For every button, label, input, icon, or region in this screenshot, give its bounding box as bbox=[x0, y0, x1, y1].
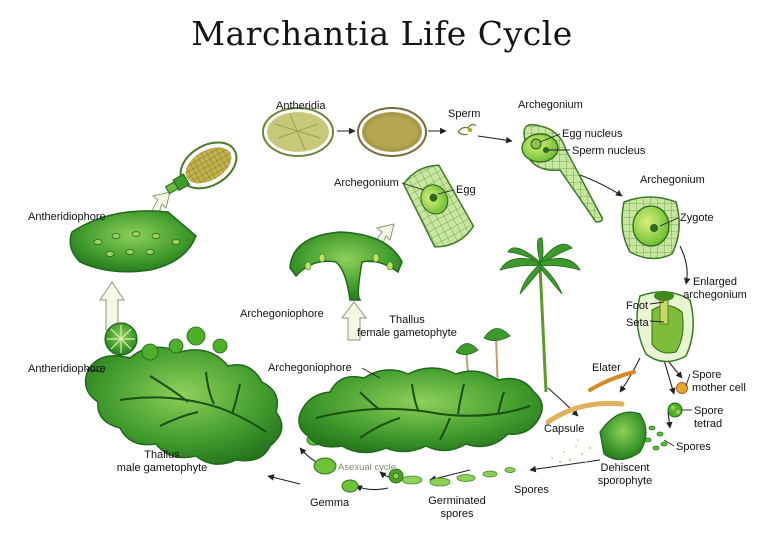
spores-cluster bbox=[645, 426, 667, 450]
antheridium-mature bbox=[263, 108, 333, 156]
label-elater: Elater bbox=[592, 362, 621, 374]
label-spores-right: Spores bbox=[676, 441, 711, 453]
label-dehiscent-1: Dehiscent bbox=[582, 462, 668, 474]
female-thallus bbox=[299, 368, 542, 453]
label-archegoniophore-lower: Archegoniophore bbox=[268, 362, 352, 374]
label-antheridiophore-lower: Antheridiophore bbox=[28, 363, 106, 375]
label-spore-tetrad-2: tetrad bbox=[694, 418, 722, 430]
label-zygote: Zygote bbox=[680, 212, 714, 224]
label-thallus-female-1: Thallus bbox=[352, 314, 462, 326]
label-germinated-2: spores bbox=[414, 508, 500, 520]
label-foot: Foot bbox=[626, 300, 648, 312]
label-gemma: Gemma bbox=[310, 497, 349, 509]
label-seta: Seta bbox=[626, 317, 649, 329]
label-egg: Egg bbox=[456, 184, 476, 196]
label-archegoniophore-upper: Archegoniophore bbox=[240, 308, 324, 320]
label-spore-mother-cell-1: Spore bbox=[692, 369, 721, 381]
label-dehiscent-2: sporophyte bbox=[582, 475, 668, 487]
germinated-spores bbox=[402, 468, 515, 487]
dehiscent-sporophyte bbox=[551, 412, 646, 463]
label-egg-nucleus: Egg nucleus bbox=[562, 128, 623, 140]
label-sperm: Sperm bbox=[448, 108, 480, 120]
archegonium-zygote bbox=[622, 197, 679, 259]
label-thallus-male-1: Thallus bbox=[102, 449, 222, 461]
antheridium-stalked bbox=[157, 133, 245, 207]
label-spore-mother-cell-2: mother cell bbox=[692, 382, 746, 394]
page-title: Marchantia Life Cycle bbox=[0, 14, 764, 53]
label-thallus-female-2: female gametophyte bbox=[352, 327, 462, 339]
sperm-cell bbox=[458, 124, 476, 134]
label-spore-tetrad-1: Spore bbox=[694, 405, 723, 417]
label-enlarged-2: archegonium bbox=[680, 289, 750, 301]
label-archegonium-egg: Archegonium bbox=[334, 177, 399, 189]
label-thallus-male-2: male gametophyte bbox=[102, 462, 222, 474]
label-germinated-1: Germinated bbox=[414, 495, 500, 507]
label-antheridiophore-upper: Antheridiophore bbox=[28, 211, 106, 223]
spore-tetrad bbox=[668, 403, 682, 417]
label-antheridia: Antheridia bbox=[276, 100, 326, 112]
label-archegonium-top: Archegonium bbox=[518, 99, 583, 111]
archegoniophore-umbrella bbox=[500, 238, 580, 392]
antheridium-releasing bbox=[358, 108, 426, 156]
label-sperm-nucleus: Sperm nucleus bbox=[572, 145, 645, 157]
archegoniophore-head bbox=[290, 232, 402, 300]
label-asexual-cycle: Asexual cycle bbox=[338, 462, 396, 474]
archegonium-egg bbox=[399, 160, 476, 252]
spore-mother-cell bbox=[677, 383, 688, 394]
label-spores-bottom: Spores bbox=[514, 484, 549, 496]
label-capsule: Capsule bbox=[544, 423, 584, 435]
label-archegonium-zygote: Archegonium bbox=[640, 174, 705, 186]
label-enlarged-1: Enlarged bbox=[680, 276, 750, 288]
